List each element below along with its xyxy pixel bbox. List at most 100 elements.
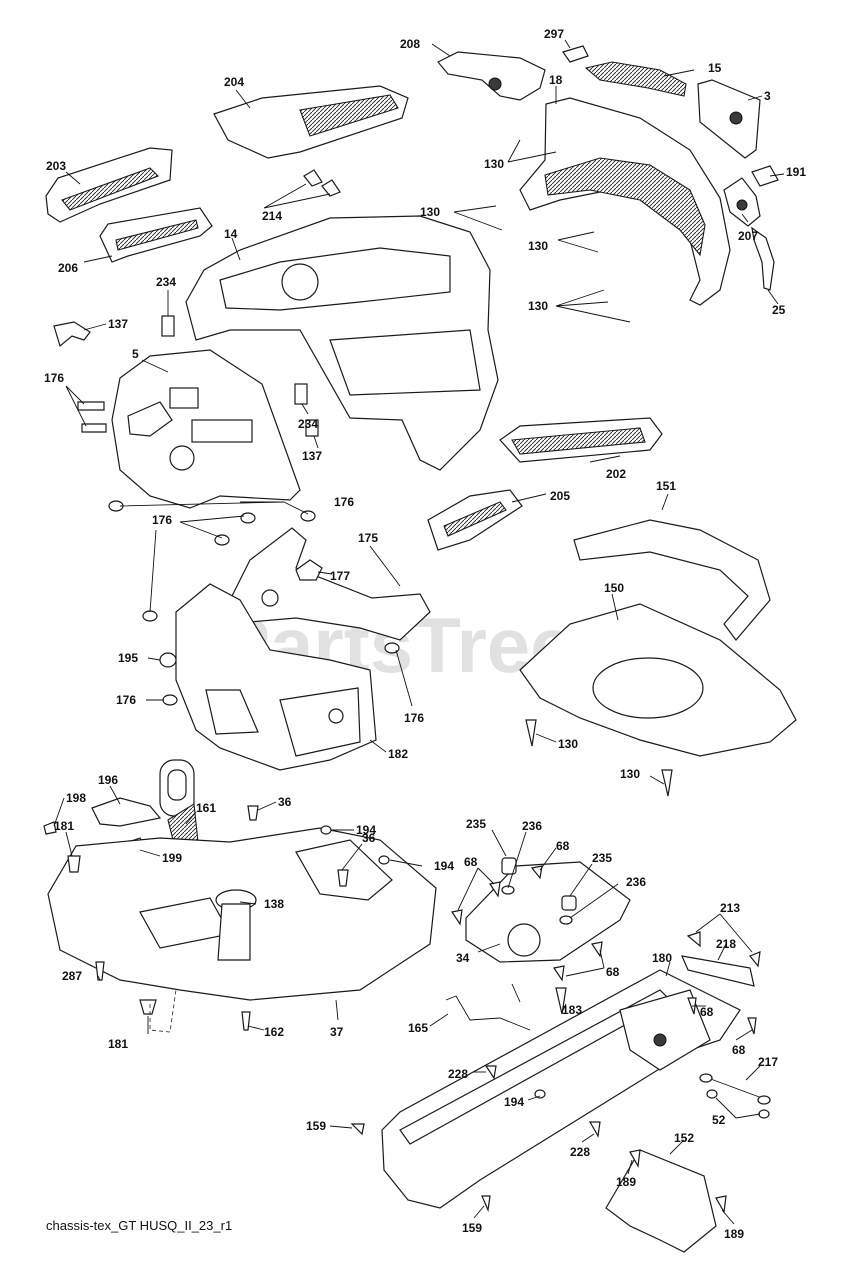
callout-235-b: 235	[592, 851, 612, 865]
callout-176-d: 176	[116, 693, 136, 707]
callout-130-f: 130	[620, 767, 640, 781]
part-207-bracket	[723, 177, 761, 227]
callout-137-a: 137	[108, 317, 128, 331]
part-37-fender-deck	[47, 827, 437, 1001]
callout-203: 203	[46, 159, 66, 173]
callout-176-b: 176	[334, 495, 354, 509]
part-206-panel	[99, 207, 213, 263]
callout-3: 3	[764, 89, 771, 103]
part-small-fasteners-right	[350, 1065, 601, 1213]
leader-lines	[53, 39, 785, 1225]
part-130-screws-mid	[525, 719, 673, 797]
part-183-bolt	[555, 987, 567, 1015]
part-small-fasteners-left	[43, 805, 390, 1031]
callout-207: 207	[738, 229, 758, 243]
callout-25: 25	[772, 303, 786, 317]
callout-68-b: 68	[464, 855, 478, 869]
callout-204: 204	[224, 75, 244, 89]
callout-130-e: 130	[558, 737, 578, 751]
part-68-bolts	[451, 865, 603, 982]
callout-130-b: 130	[420, 205, 440, 219]
part-151-bracket	[573, 519, 771, 641]
callout-176-a: 176	[44, 371, 64, 385]
callout-52: 52	[712, 1113, 726, 1127]
callout-161: 161	[196, 801, 216, 815]
callout-218: 218	[716, 937, 736, 951]
callout-181-b: 181	[108, 1037, 128, 1051]
part-152-shield	[605, 1149, 717, 1253]
callout-151: 151	[656, 479, 676, 493]
part-234-clip-b	[294, 383, 308, 405]
callout-36-a: 36	[278, 795, 292, 809]
part-204-hood-top	[213, 85, 409, 159]
callout-194-c: 194	[504, 1095, 524, 1109]
part-297-cap	[562, 45, 589, 63]
callout-68-e: 68	[732, 1043, 746, 1057]
diagram-caption: chassis-tex_GT HUSQ_II_23_r1	[46, 1218, 232, 1233]
part-137-pin-b	[305, 419, 319, 437]
callout-150: 150	[604, 581, 624, 595]
part-5-dash-panel	[111, 349, 301, 509]
callout-287: 287	[62, 969, 82, 983]
part-208-headlight-bracket	[437, 51, 546, 101]
callout-189-a: 189	[616, 1175, 636, 1189]
callout-191: 191	[786, 165, 806, 179]
part-15-lens	[584, 61, 687, 97]
callout-228-b: 228	[570, 1145, 590, 1159]
callout-235-a: 235	[466, 817, 486, 831]
callout-297: 297	[544, 27, 564, 41]
part-205-panel	[427, 489, 523, 551]
callout-189-b: 189	[724, 1227, 744, 1241]
callout-15: 15	[708, 61, 722, 75]
callout-162: 162	[264, 1025, 284, 1039]
part-235-236-spacers	[501, 857, 577, 925]
callout-138: 138	[264, 897, 284, 911]
callout-18: 18	[549, 73, 563, 87]
part-213-218-bracket	[681, 931, 761, 1035]
callout-199: 199	[162, 851, 182, 865]
part-165-rod	[445, 995, 531, 1031]
callout-130-d: 130	[528, 299, 548, 313]
callout-68-a: 68	[556, 839, 570, 853]
part-203-panel	[45, 147, 173, 223]
callout-217: 217	[758, 1055, 778, 1069]
callout-194-b: 194	[434, 859, 454, 873]
part-176-bolts-lower	[142, 534, 400, 706]
callout-34: 34	[456, 951, 470, 965]
callout-130-a: 130	[484, 157, 504, 171]
callout-208: 208	[400, 37, 420, 51]
callout-176-c: 176	[152, 513, 172, 527]
part-214-fasteners	[303, 169, 341, 197]
callout-195: 195	[118, 651, 138, 665]
callout-234-b: 234	[298, 417, 318, 431]
callout-202: 202	[606, 467, 626, 481]
callout-214: 214	[262, 209, 282, 223]
part-191-clip	[751, 165, 779, 187]
part-234-clip-a	[161, 315, 175, 337]
part-217-rod	[699, 1073, 771, 1119]
callout-182: 182	[388, 747, 408, 761]
part-202-grille	[499, 417, 663, 463]
callout-234-a: 234	[156, 275, 176, 289]
callout-228-a: 228	[448, 1067, 468, 1081]
callout-176-e: 176	[404, 711, 424, 725]
part-137-pin-a	[53, 321, 91, 348]
part-14-hood	[185, 215, 499, 471]
callout-213: 213	[720, 901, 740, 915]
callout-181-a: 181	[54, 819, 74, 833]
callout-177: 177	[330, 569, 350, 583]
callout-36-b: 36	[362, 831, 376, 845]
callout-236-a: 236	[522, 819, 542, 833]
callout-159-b: 159	[462, 1221, 482, 1235]
part-25-strip	[751, 226, 775, 291]
part-18-grille-front	[519, 97, 731, 306]
part-189-bolts	[629, 1149, 727, 1214]
part-3-side-panel	[697, 79, 761, 159]
callout-180: 180	[652, 951, 672, 965]
part-195-grommet	[159, 652, 177, 668]
callout-165: 165	[408, 1021, 428, 1035]
callout-198: 198	[66, 791, 86, 805]
callout-206: 206	[58, 261, 78, 275]
callout-175: 175	[358, 531, 378, 545]
